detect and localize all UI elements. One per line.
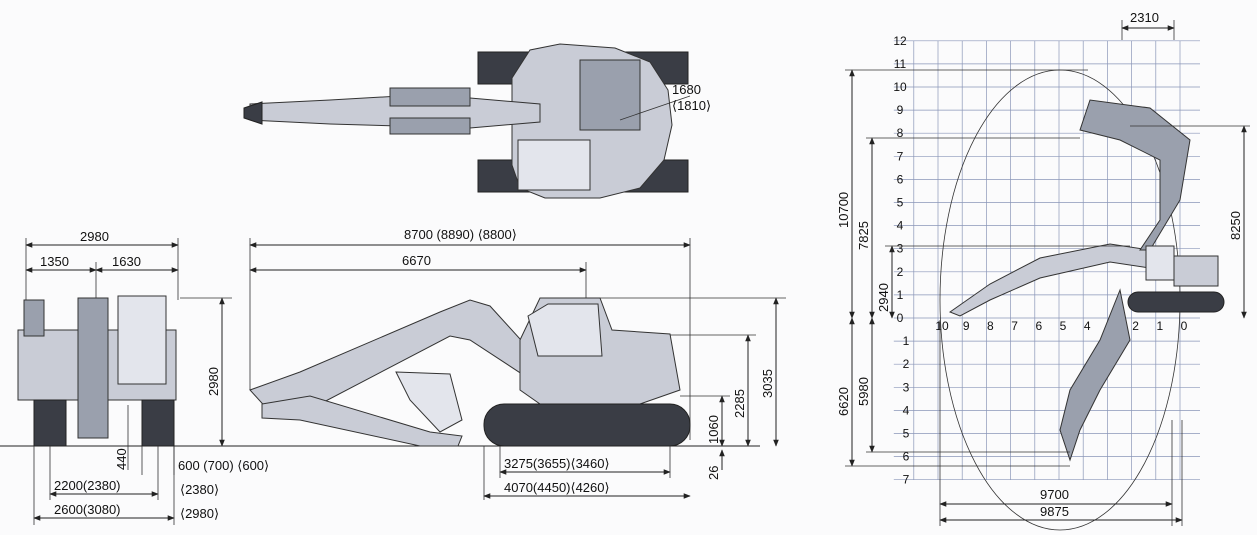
y-tick-up: 12: [893, 34, 907, 48]
front-boom: [77, 297, 109, 439]
side-boom: [249, 299, 531, 413]
overall-height-label: 3035: [760, 369, 775, 398]
swing-radius-alt-label: ⟨1810⟩: [672, 98, 711, 113]
ground-clearance-label: 440: [114, 448, 129, 470]
undercarriage-width-alt-label: ⟨2980⟩: [180, 506, 219, 521]
side-bucket: [395, 371, 463, 433]
front-track-right: [141, 399, 175, 447]
top-engine: [579, 59, 641, 131]
shoe-width-label: 600 (700) ⟨600⟩: [178, 458, 269, 473]
x-tick: 6: [1035, 319, 1042, 333]
range-engine: [1173, 255, 1219, 287]
y-tick-up: 0: [897, 311, 904, 325]
overall-length-label: 8700 (8890) ⟨8800⟩: [404, 227, 517, 242]
range-cab: [1145, 245, 1175, 281]
boom-length-label: 6670: [402, 253, 431, 268]
cab-top-height-label: 8250: [1228, 211, 1243, 240]
front-cab: [117, 295, 167, 385]
y-tick-up: 7: [897, 149, 904, 163]
top-view: 1680 ⟨1810⟩: [243, 43, 711, 199]
side-view: 8700 (8890) ⟨8800⟩ 6670 3035 2285 1060 2…: [249, 227, 786, 500]
y-tick-down: 3: [903, 380, 910, 394]
max-dump-height-label: 7825: [856, 221, 871, 250]
max-vertical-wall-depth-label: 5980: [856, 377, 871, 406]
y-tick-up: 11: [894, 57, 907, 71]
cab-height-label: 2285: [732, 389, 747, 418]
min-dump-height-label: 2940: [876, 283, 891, 312]
x-tick: 4: [1084, 319, 1091, 333]
track-length-label: 4070(4450)⟨4260⟩: [504, 480, 610, 495]
y-tick-up: 9: [897, 103, 904, 117]
max-reach-ground-label: 9700: [1040, 487, 1069, 502]
top-arm-cylinder: [389, 87, 471, 107]
counterweight-clearance-label: 1060: [706, 415, 721, 444]
range-boom-up: [1079, 99, 1191, 251]
front-track-left: [33, 399, 67, 447]
range-boom-down: [1059, 288, 1131, 462]
y-tick-down: 6: [903, 450, 910, 464]
front-view: 2980 1350 1630 440 600 (700) ⟨600⟩ 2200(…: [0, 229, 760, 525]
track-gauge-label: 2200(2380): [54, 478, 121, 493]
x-tick: 10: [935, 319, 949, 333]
y-tick-down: 5: [903, 427, 910, 441]
tail-swing-label: 2310: [1130, 10, 1159, 25]
range-track: [1127, 291, 1225, 313]
y-tick-up: 5: [897, 196, 904, 210]
tumbler-distance-label: 3275(3655)⟨3460⟩: [504, 456, 610, 471]
max-dig-depth-label: 6620: [836, 387, 851, 416]
y-tick-down: 4: [903, 403, 910, 417]
swing-radius-label: 1680: [672, 82, 701, 97]
front-left-width-label: 1350: [40, 254, 69, 269]
max-height-label: 10700: [836, 192, 851, 228]
y-tick-up: 6: [897, 172, 904, 186]
x-tick: 8: [987, 319, 994, 333]
y-ticks-down: 1 2 3 4 5 6 7: [903, 334, 910, 487]
x-tick: 7: [1011, 319, 1018, 333]
max-reach-label: 9875: [1040, 504, 1069, 519]
x-tick: 9: [963, 319, 970, 333]
y-tick-down: 7: [903, 473, 910, 487]
y-tick-up: 3: [897, 242, 904, 256]
track-height-label: 26: [706, 466, 721, 480]
front-width-label: 2980: [80, 229, 109, 244]
side-track: [483, 403, 691, 447]
top-cab: [517, 139, 591, 191]
side-cab: [527, 303, 603, 357]
y-tick-up: 4: [897, 219, 904, 233]
side-arm: [261, 395, 463, 447]
track-gauge-alt-label: ⟨2380⟩: [180, 482, 219, 497]
y-tick-down: 1: [903, 334, 910, 348]
x-tick: 5: [1060, 319, 1067, 333]
top-boom-cylinder: [389, 117, 471, 135]
x-tick: 2: [1132, 319, 1139, 333]
y-tick-up: 1: [897, 288, 904, 302]
front-handrail: [23, 299, 45, 337]
top-bucket: [243, 101, 263, 125]
undercarriage-width-label: 2600(3080): [54, 502, 121, 517]
front-height-label: 2980: [206, 367, 221, 396]
y-tick-down: 2: [903, 357, 910, 371]
y-tick-up: 10: [893, 80, 907, 94]
x-tick: 1: [1156, 319, 1163, 333]
front-right-width-label: 1630: [112, 254, 141, 269]
y-tick-up: 2: [897, 265, 904, 279]
x-tick: 0: [1181, 319, 1188, 333]
y-tick-up: 8: [897, 126, 904, 140]
